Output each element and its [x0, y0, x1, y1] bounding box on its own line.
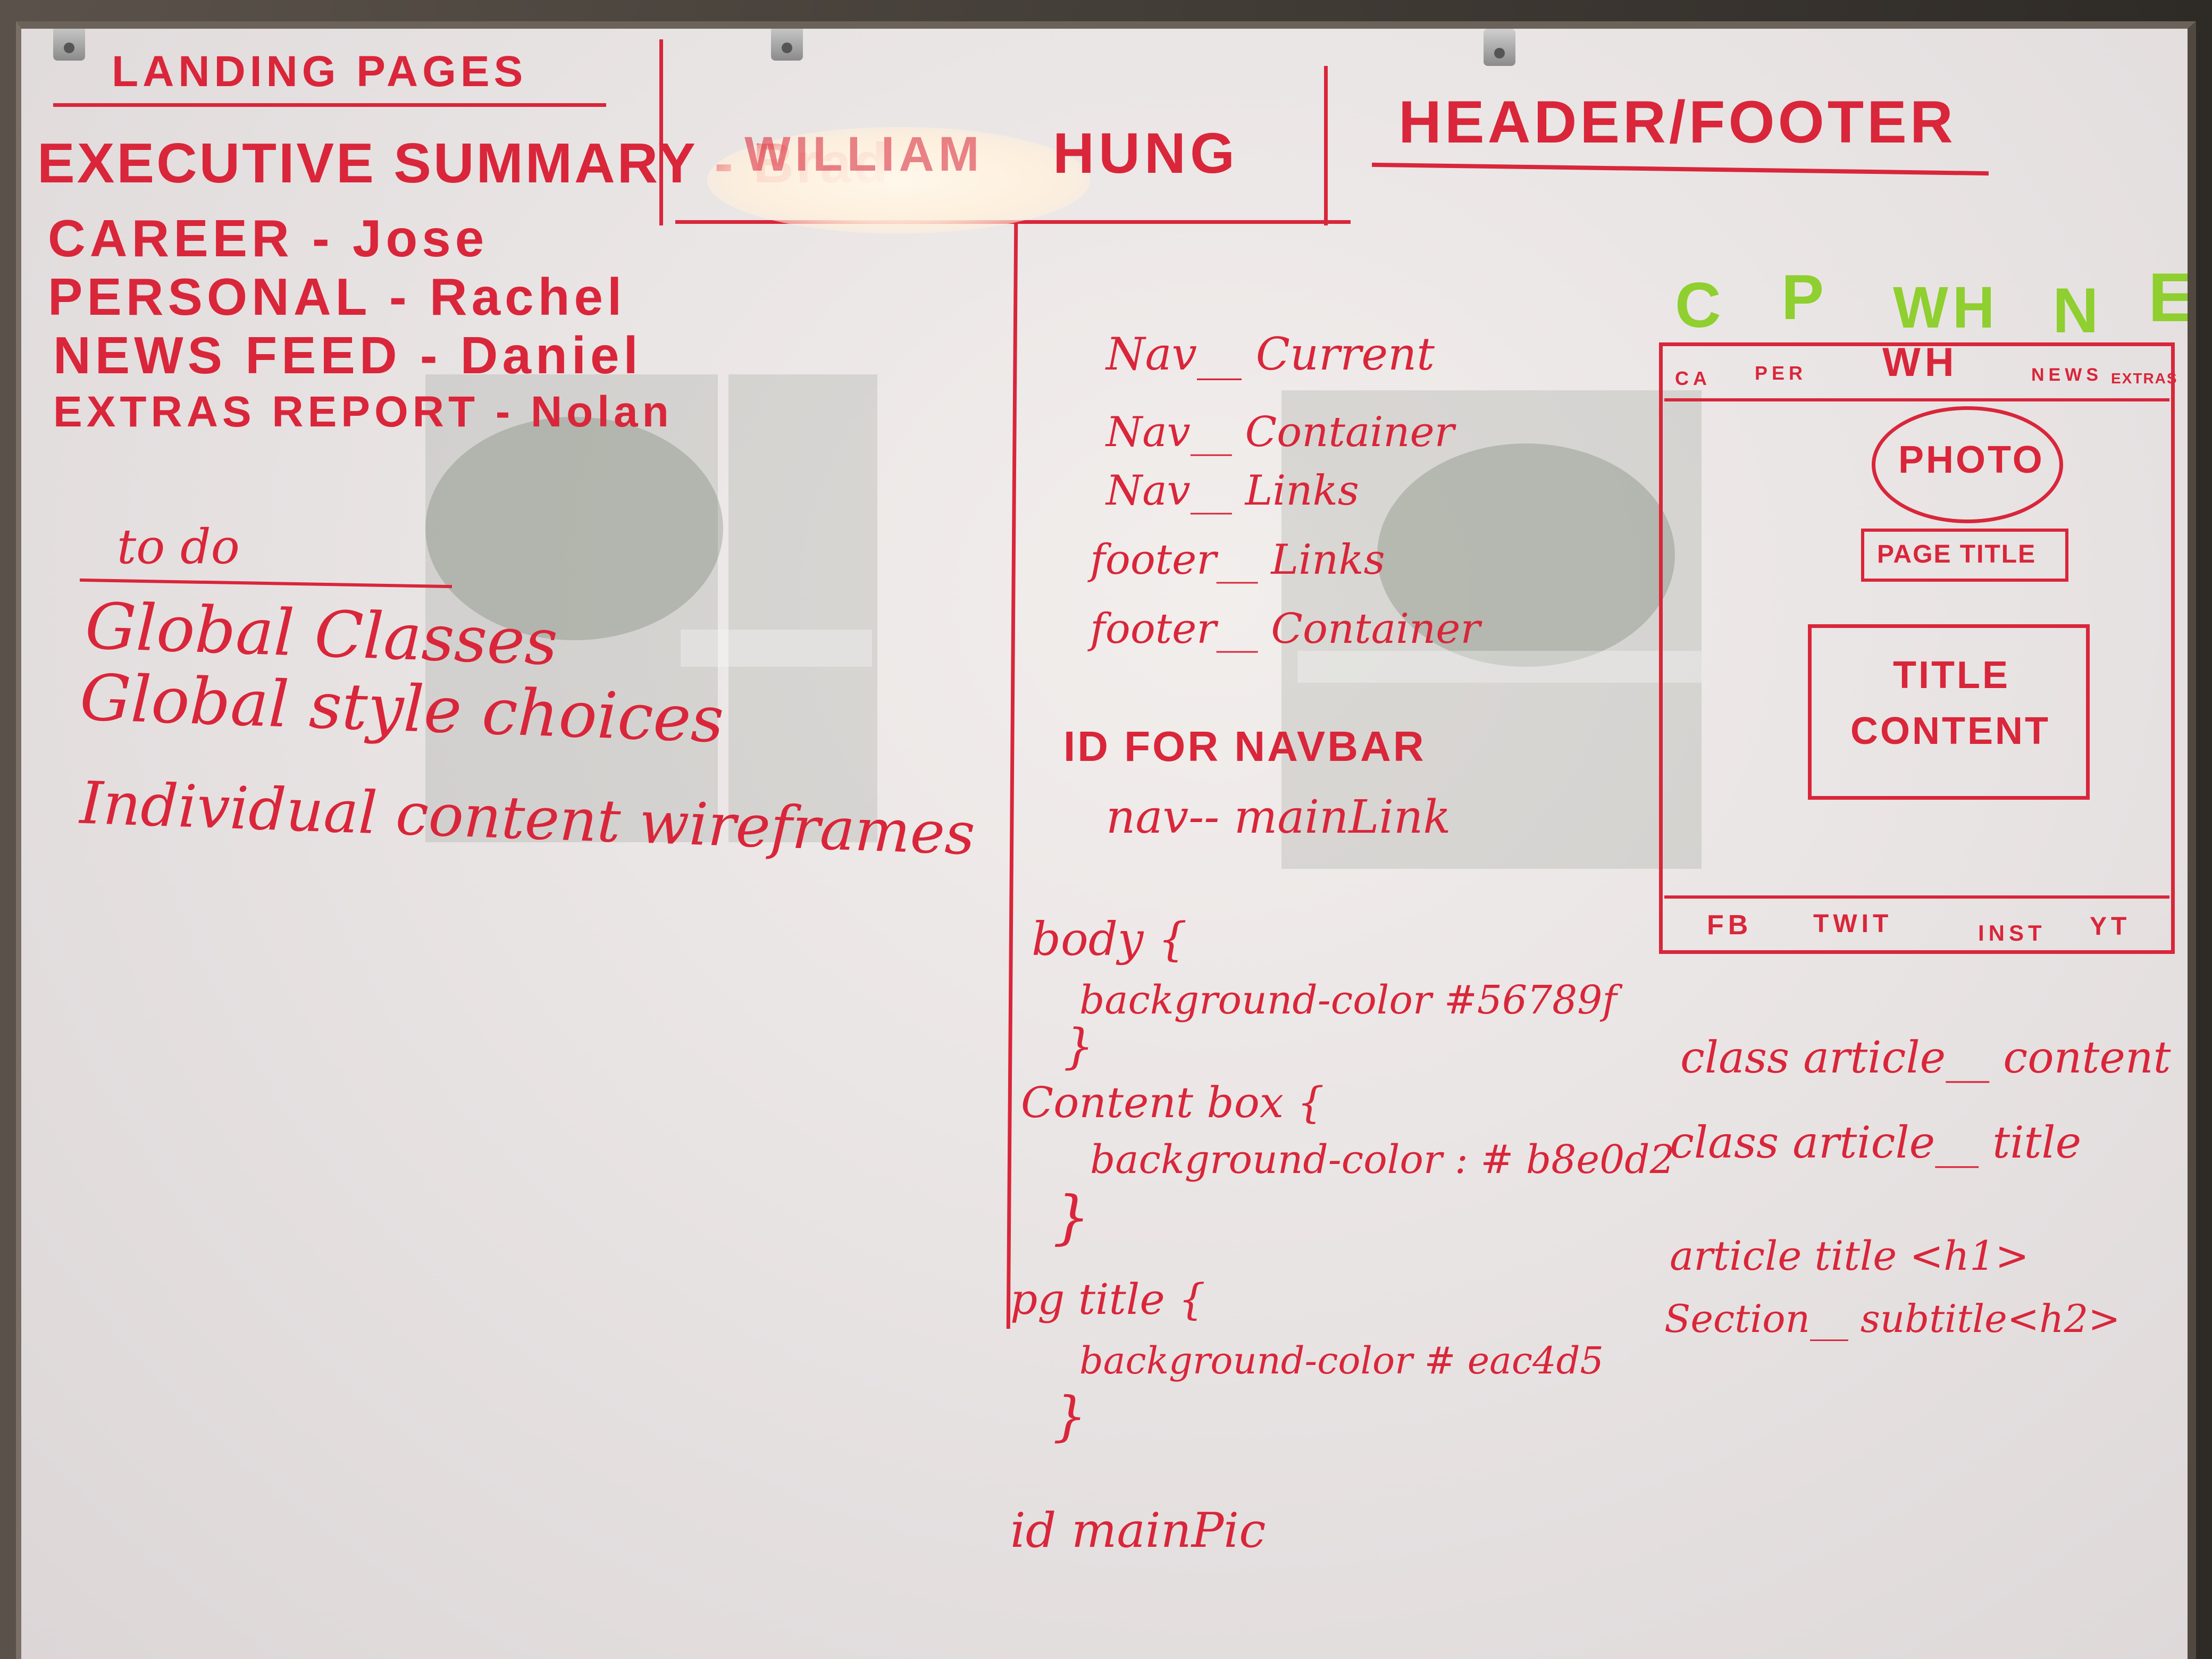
whiteboard: LANDING PAGES EXECUTIVE SUMMARY - Brad C…	[16, 21, 2196, 1659]
name-last: HUNG	[1053, 121, 1239, 185]
landing-item-career: CAREER - Jose	[48, 209, 489, 267]
wireframe-nav-per: PER	[1755, 362, 1807, 384]
board-clip-left	[53, 29, 85, 61]
wireframe-nav-wh: WH	[1882, 340, 1958, 385]
wireframe-nav-extras: EXTRAS	[2111, 370, 2178, 387]
name-box-right	[1324, 66, 1328, 225]
wireframe-photo-circle	[1872, 406, 2063, 523]
css-content-close: }	[1053, 1183, 1090, 1251]
class-nav-links: Nav__ Links	[1106, 467, 1359, 515]
class-nav-current: Nav__ Current	[1106, 328, 1435, 380]
board-clip-right	[1484, 29, 1515, 66]
main-pic-id: id mainPic	[1010, 1503, 1266, 1559]
note-article-title: class article__ title	[1670, 1118, 2082, 1168]
name-first: WILLIAM	[744, 127, 984, 181]
nav-letter-c: C	[1675, 270, 1725, 341]
center-divider	[1006, 223, 1018, 1329]
css-body-selector: body {	[1032, 913, 1187, 966]
note-section-h2: Section__ subtitle<h2>	[1664, 1296, 2121, 1341]
wireframe-footer-inst: INST	[1978, 920, 2046, 945]
header-footer-title: HEADER/FOOTER	[1398, 89, 1956, 155]
wireframe-page-title-box	[1861, 529, 2068, 582]
class-footer-container: footer__ Container	[1090, 605, 1480, 653]
nav-letter-n: N	[2052, 275, 2103, 346]
landing-item-personal: PERSONAL - Rachel	[48, 267, 626, 326]
name-box-left	[659, 39, 663, 225]
header-footer-underline	[1372, 162, 1989, 176]
todo-underline	[80, 578, 452, 589]
id-navbar-value: nav-- mainLink	[1106, 791, 1451, 844]
wireframe-footer-line	[1664, 895, 2169, 899]
window-reflection-right	[1281, 390, 1702, 869]
wireframe-footer-fb: FB	[1707, 910, 1753, 941]
css-pgtitle-property: background-color # eac4d5	[1079, 1339, 1604, 1382]
css-content-property: background-color : # b8e0d2	[1090, 1137, 1675, 1183]
wireframe-footer-yt: YT	[2090, 912, 2131, 941]
wireframe-photo-label: PHOTO	[1898, 439, 2045, 481]
roof-reflection-right	[1297, 651, 1702, 683]
css-pgtitle-close: }	[1053, 1385, 1087, 1447]
class-footer-links: footer__ Links	[1090, 536, 1385, 584]
css-pgtitle-selector: pg title {	[1010, 1275, 1205, 1324]
landing-pages-title: LANDING PAGES	[112, 47, 527, 96]
wireframe-content-label: CONTENT	[1850, 710, 2050, 752]
wireframe-nav-ca: CA	[1675, 367, 1711, 389]
id-navbar-heading: ID FOR NAVBAR	[1063, 723, 1426, 770]
tree-reflection	[425, 417, 723, 640]
note-article-h1: article title <h1>	[1670, 1232, 2029, 1279]
wireframe-content-title: TITLE	[1893, 654, 2010, 697]
roof-reflection	[681, 630, 872, 667]
window-reflection-left	[425, 374, 718, 842]
wireframe-page-title-label: PAGE TITLE	[1877, 540, 2037, 568]
wireframe-footer-twit: TWIT	[1813, 910, 1893, 938]
note-article-content: class article__ content	[1680, 1033, 2171, 1083]
wireframe-nav-news: NEWS	[2031, 365, 2102, 385]
wireframe-header-line	[1664, 398, 2169, 401]
landing-item-extras: EXTRAS REPORT - Nolan	[53, 388, 673, 436]
wireframe-outline	[1659, 342, 2175, 954]
css-content-selector: Content box {	[1021, 1078, 1325, 1127]
css-body-close: }	[1063, 1019, 1094, 1075]
light-glare	[707, 127, 1090, 233]
class-nav-container: Nav__ Container	[1106, 408, 1454, 456]
tree-reflection-right	[1377, 443, 1675, 667]
nav-letter-p: P	[1781, 262, 1829, 333]
css-body-property: background-color #56789f	[1079, 977, 1617, 1023]
todo-heading: to do	[117, 519, 240, 575]
wireframe-content-box	[1808, 624, 2090, 800]
board-clip-center	[771, 29, 803, 61]
landing-item-news-feed: NEWS FEED - Daniel	[53, 326, 642, 384]
window-reflection-middle	[728, 374, 877, 842]
landing-title-underline	[53, 103, 606, 107]
nav-letter-e: E	[2148, 258, 2196, 336]
nav-letter-wh: WH	[1893, 275, 1999, 340]
